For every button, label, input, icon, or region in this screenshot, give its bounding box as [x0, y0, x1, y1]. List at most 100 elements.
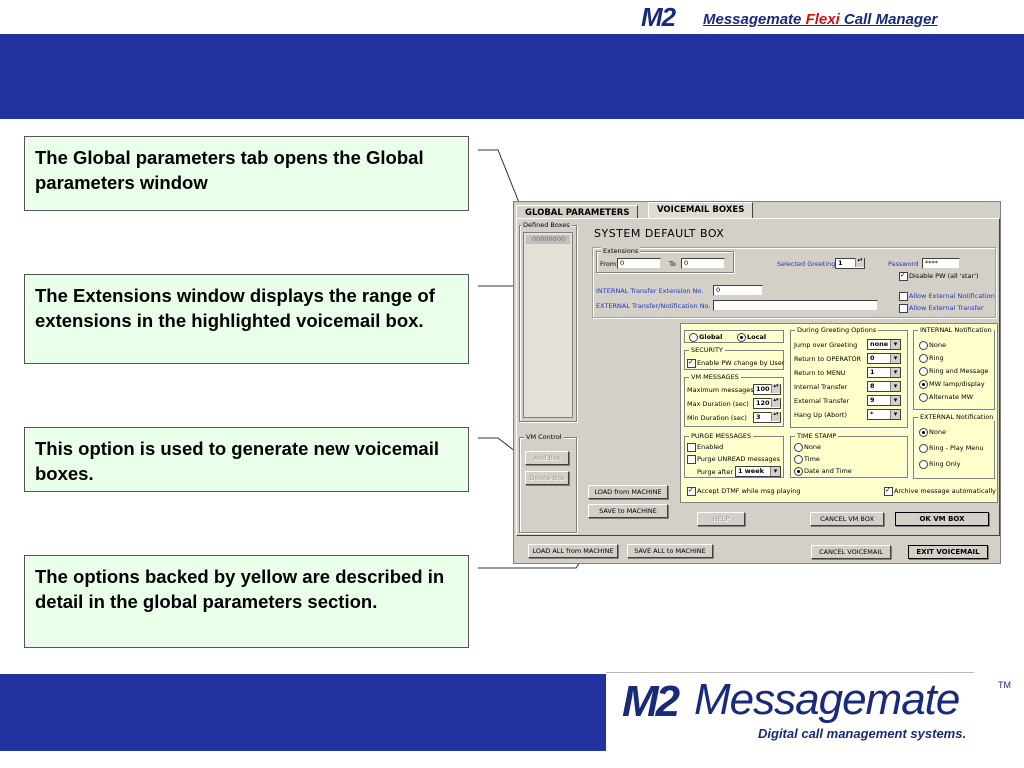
voicemail-window: GLOBAL PARAMETERS VOICEMAIL BOXES Define… [513, 201, 1001, 564]
archive-message-checkbox[interactable]: Archive message automatically [884, 486, 996, 496]
save-all-to-machine-button[interactable]: SAVE ALL to MACHINE [627, 544, 713, 558]
max-messages-spinner[interactable]: 100 [753, 384, 781, 395]
internal-transfer-option-label: Internal Transfer [794, 383, 848, 391]
internal-transfer-input[interactable]: 0 [713, 285, 763, 296]
max-messages-label: Maximum messages [687, 386, 754, 394]
int-notif-none-radio[interactable]: None [919, 341, 946, 350]
selected-greeting-label: Selected Greeting [777, 260, 836, 268]
cancel-voicemail-button[interactable]: CANCEL VOICEMAIL [811, 545, 891, 559]
vm-messages-label: VM MESSAGES [689, 373, 741, 381]
return-menu-select[interactable]: 1 [867, 367, 901, 378]
help-button[interactable]: HELP [697, 512, 745, 526]
internal-transfer-select[interactable]: 8 [867, 381, 901, 392]
callout-extensions: The Extensions window displays the range… [24, 274, 469, 364]
purge-unread-checkbox[interactable]: Purge UNREAD messages [687, 455, 780, 464]
internal-notification-group: INTERNAL Notification None Ring Ring and… [913, 326, 995, 410]
external-transfer-option-label: External Transfer [794, 397, 850, 405]
time-stamp-none-radio[interactable]: None [794, 443, 821, 452]
defined-boxes-list[interactable]: 00000000 [523, 232, 573, 418]
password-field[interactable]: **** [922, 258, 960, 269]
callout-global-tab: The Global parameters tab opens the Glob… [24, 136, 469, 211]
min-duration-label: Min Duration (sec) [687, 414, 747, 422]
external-notification-group: EXTERNAL Notification None Ring - Play M… [913, 413, 996, 479]
greeting-options-group: During Greeting Options Jump over Greeti… [790, 326, 908, 428]
int-notif-ring-radio[interactable]: Ring [919, 354, 944, 363]
load-from-machine-button[interactable]: LOAD from MACHINE [588, 485, 668, 499]
save-to-machine-button[interactable]: SAVE to MACHINE [588, 504, 668, 518]
from-label: From [600, 260, 617, 268]
disable-pw-checkbox[interactable]: Disable PW (all 'star') [899, 271, 979, 281]
hang-up-select[interactable]: * [867, 409, 901, 420]
header-title: Messagemate Flexi Call Manager [703, 11, 937, 28]
vm-messages-group: VM MESSAGES Maximum messages 100 Max Dur… [684, 373, 784, 427]
extension-to-input[interactable]: 0 [681, 258, 725, 269]
purge-after-select[interactable]: 1 week [735, 466, 781, 477]
leader-line-3 [478, 437, 517, 453]
system-default-group: Extensions From 0 To 0 Selected Greeting… [592, 247, 996, 318]
purge-messages-label: PURGE MESSAGES [689, 432, 754, 440]
purge-messages-group: PURGE MESSAGES Enabled Purge UNREAD mess… [684, 432, 784, 478]
enable-pw-change-checkbox[interactable]: Enable PW change by User [687, 358, 784, 368]
list-item[interactable]: 00000000 [526, 235, 570, 244]
security-label: SECURITY [689, 346, 725, 354]
footer-band [0, 674, 606, 751]
return-operator-select[interactable]: 0 [867, 353, 901, 364]
max-duration-label: Max Duration (sec) [687, 400, 749, 408]
greeting-options-label: During Greeting Options [795, 326, 879, 334]
ext-notif-ring-only-radio[interactable]: Ring Only [919, 460, 961, 469]
footer-m2-logo: M2 [622, 677, 680, 726]
extensions-label: Extensions [601, 247, 641, 255]
int-notif-ring-message-radio[interactable]: Ring and Message [919, 367, 988, 376]
purge-after-label: Purge after [697, 468, 734, 476]
external-transfer-label: EXTERNAL Transfer/Notification No. [596, 302, 711, 310]
load-all-from-machine-button[interactable]: LOAD ALL from MACHINE [528, 544, 618, 558]
ext-notif-none-radio[interactable]: None [919, 428, 946, 437]
tab-global-parameters[interactable]: GLOBAL PARAMETERS [516, 205, 639, 219]
to-label: To [669, 260, 676, 268]
tab-voicemail-boxes[interactable]: VOICEMAIL BOXES [648, 202, 754, 219]
callout-yellow-options: The options backed by yellow are describ… [24, 555, 469, 648]
hang-up-label: Hang Up (Abort) [794, 411, 847, 419]
scope-group: Global Local [684, 330, 784, 343]
max-duration-spinner[interactable]: 120 [753, 398, 781, 409]
scope-global-radio[interactable]: Global [689, 333, 722, 342]
min-duration-spinner[interactable]: 3 [753, 412, 781, 423]
time-stamp-time-radio[interactable]: Time [794, 455, 820, 464]
yellow-options-area: Global Local SECURITY Enable PW change b… [680, 323, 998, 503]
header-title-suffix: Call Manager [839, 11, 938, 28]
password-label: Password [888, 260, 919, 268]
add-box-button[interactable]: Add Box [525, 451, 569, 465]
ok-vm-box-button[interactable]: OK VM BOX [895, 512, 989, 526]
exit-voicemail-button[interactable]: EXIT VOICEMAIL [908, 545, 988, 559]
title-band [0, 34, 1024, 119]
int-notif-mw-lamp-radio[interactable]: MW lamp/display [919, 380, 985, 389]
time-stamp-date-time-radio[interactable]: Date and Time [794, 467, 852, 476]
delete-box-button[interactable]: Delete Box [525, 471, 569, 485]
int-notif-alternate-mw-radio[interactable]: Alternate MW [919, 393, 973, 402]
ext-notif-ring-play-radio[interactable]: Ring - Play Menu [919, 444, 984, 453]
security-group: SECURITY Enable PW change by User [684, 346, 784, 370]
time-stamp-label: TIME STAMP [795, 432, 839, 440]
return-menu-label: Return to MENU [794, 369, 846, 377]
selected-greeting-spinner[interactable]: 1 [835, 258, 865, 269]
allow-external-notification-checkbox[interactable]: Allow External Notification [899, 292, 995, 301]
footer-divider [606, 672, 974, 673]
tab-panel: Defined Boxes 00000000 VM Control Add Bo… [516, 218, 1000, 536]
cancel-vm-box-button[interactable]: CANCEL VM BOX [810, 512, 884, 526]
vm-control-label: VM Control [524, 433, 564, 441]
jump-select[interactable]: none [867, 339, 901, 350]
allow-external-transfer-checkbox[interactable]: Allow External Transfer [899, 304, 984, 313]
scope-local-radio[interactable]: Local [737, 333, 766, 342]
external-notification-label: EXTERNAL Notification [918, 413, 996, 421]
extension-from-input[interactable]: 0 [617, 258, 661, 269]
internal-transfer-label: INTERNAL Transfer Extension No. [596, 287, 704, 295]
external-transfer-select[interactable]: 9 [867, 395, 901, 406]
defined-boxes-group: Defined Boxes 00000000 [519, 221, 577, 422]
top-bar: M2 Messagemate Flexi Call Manager [0, 0, 1024, 33]
footer-logo: M2 Messagemate TM Digital call managemen… [606, 672, 1024, 752]
header-title-prefix: Messagemate [703, 11, 806, 28]
accept-dtmf-checkbox[interactable]: Accept DTMF while msg playing [687, 486, 800, 496]
purge-enabled-checkbox[interactable]: Enabled [687, 443, 723, 452]
external-transfer-input[interactable] [713, 300, 878, 311]
return-operator-label: Return to OPERATOR [794, 355, 862, 363]
